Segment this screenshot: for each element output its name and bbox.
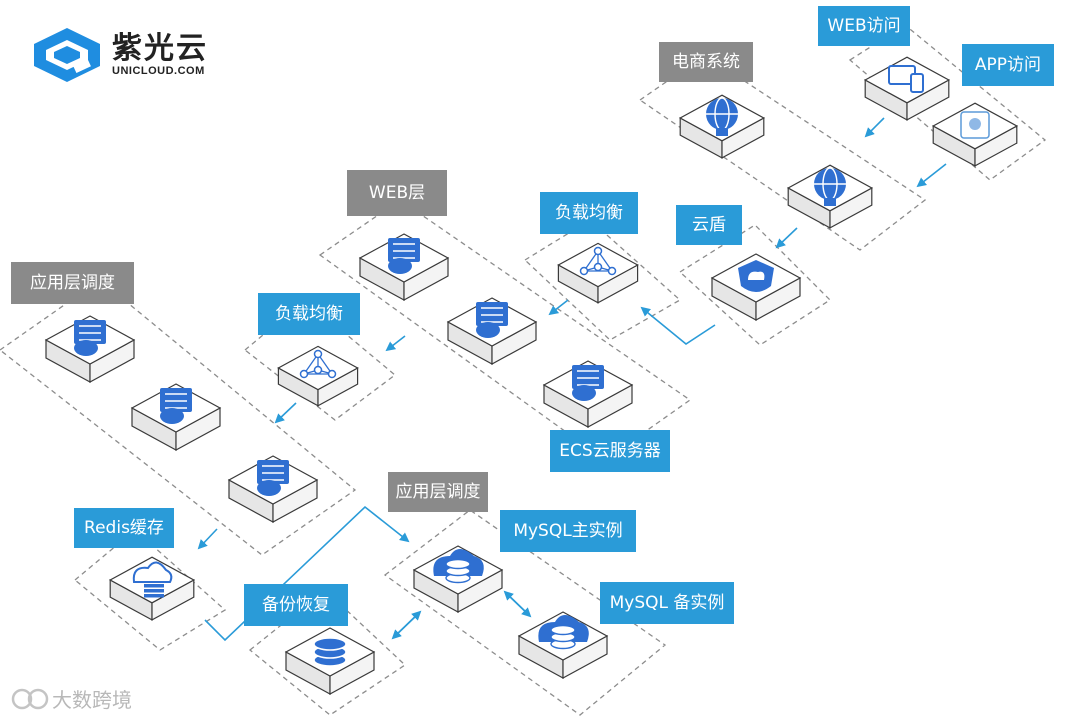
- unicloud-logo: 紫光云 UNICLOUD.COM: [30, 26, 208, 82]
- cube-ecommerce: [678, 94, 766, 159]
- cube-app-3: [227, 455, 319, 524]
- cloud-database-icon: [433, 549, 484, 584]
- zone-redis: [73, 529, 227, 651]
- cube-ecs: [542, 360, 634, 429]
- arrow-slb-top-to-web: [548, 299, 569, 316]
- cube-web-2: [446, 297, 538, 366]
- label-web-tier: WEB层: [347, 170, 447, 216]
- zone-web-tier: [318, 199, 692, 461]
- cube-shield: [710, 253, 802, 322]
- arrow-slb-mid-to-app: [274, 402, 297, 424]
- server-icon: [74, 320, 106, 356]
- unicloud-logo-icon: [34, 28, 100, 82]
- arrow-mysql-backup-reverse: [391, 611, 421, 640]
- line-app-to-mysql: [204, 505, 410, 642]
- globe-server-icon: [814, 167, 846, 206]
- zone-ecommerce: [638, 54, 927, 251]
- server-icon: [476, 302, 508, 338]
- logo-domain: UNICLOUD.COM: [112, 64, 205, 77]
- zone-access: [848, 24, 1047, 181]
- globe-server-icon: [706, 97, 738, 136]
- label-ecommerce: 电商系统: [659, 42, 753, 82]
- arrow-app-to-gateway: [916, 163, 947, 188]
- app-icon: [960, 111, 990, 139]
- cube-mysql-master: [412, 545, 504, 614]
- watermark: 大数跨境: [10, 684, 132, 713]
- label-web-access: WEB访问: [818, 6, 910, 46]
- label-redis: Redis缓存: [74, 508, 174, 548]
- label-backup: 备份恢复: [244, 584, 348, 626]
- cube-redis: [108, 556, 196, 621]
- cube-web-1: [358, 233, 450, 302]
- label-cloud-shield: 云盾: [676, 205, 742, 245]
- arrow-shield-to-slb-top: [640, 306, 716, 345]
- cube-web-access: [863, 56, 951, 121]
- label-mysql-backup: MySQL 备实例: [600, 582, 734, 624]
- watermark-logo-icon: [11, 688, 49, 709]
- zone-slb-top: [523, 219, 682, 341]
- label-app-tier-left: 应用层调度: [11, 262, 134, 304]
- devices-icon: [888, 65, 924, 93]
- shield-icon: [738, 260, 774, 292]
- label-app-access: APP访问: [962, 44, 1054, 86]
- logo-name-cn: 紫光云: [112, 30, 208, 66]
- label-mysql-master: MySQL主实例: [500, 510, 636, 552]
- label-ecs: ECS云服务器: [550, 430, 670, 472]
- arrow-slb-mid-top: [385, 335, 406, 352]
- arrow-web-to-gateway: [864, 117, 885, 138]
- label-slb-mid: 负载均衡: [258, 293, 360, 335]
- arrow-gateway-to-shield: [775, 227, 798, 249]
- arrow-mysql-master-backup-reverse: [503, 590, 531, 617]
- network-topology-icon: [579, 246, 617, 276]
- cube-slb-mid: [277, 345, 359, 407]
- label-app-tier-bottom: 应用层调度: [388, 472, 488, 512]
- cube-app-2: [130, 383, 222, 452]
- cube-app-access: [931, 102, 1019, 167]
- zone-mysql: [383, 509, 667, 716]
- server-icon: [257, 460, 289, 496]
- database-icon: [313, 637, 347, 667]
- server-icon: [572, 365, 604, 401]
- cube-slb-top: [557, 242, 639, 304]
- cube-backup: [284, 627, 376, 696]
- arrow-app-to-redis: [197, 528, 218, 550]
- cube-gateway: [786, 164, 874, 229]
- cloud-storage-icon: [132, 561, 173, 598]
- label-slb-top: 负载均衡: [540, 192, 638, 234]
- cube-mysql-backup: [517, 611, 609, 680]
- server-icon: [160, 388, 192, 424]
- cube-app-1: [44, 315, 136, 384]
- cloud-database-icon: [538, 615, 589, 650]
- watermark-text: 大数跨境: [52, 688, 132, 712]
- server-icon: [388, 238, 420, 274]
- network-topology-icon: [299, 349, 337, 379]
